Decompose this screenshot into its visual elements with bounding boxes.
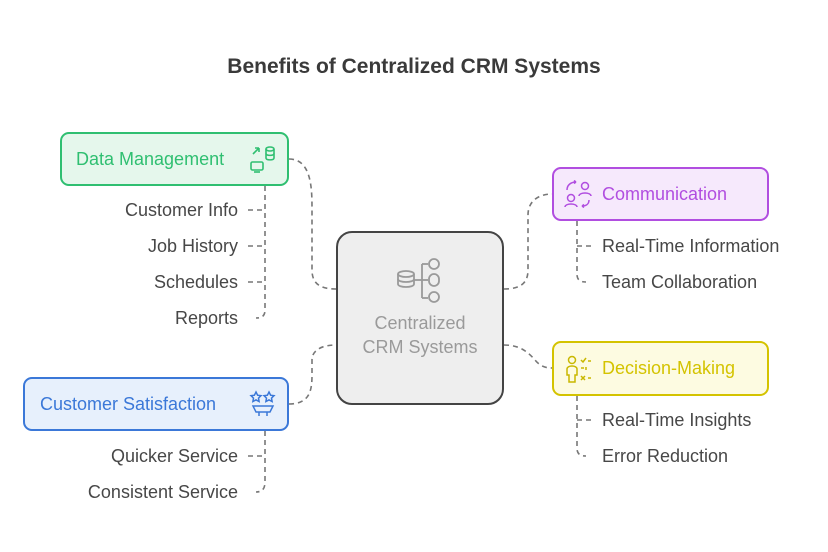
leaf-error-reduction: Error Reduction [602, 446, 729, 466]
leaf-real-time-information: Real-Time Information [602, 236, 780, 256]
connector-comm-spine [576, 221, 587, 283]
leaf-team-collaboration: Team Collaboration [602, 272, 758, 292]
branch-label-data-management: Data Management [76, 148, 225, 169]
branch-communication: Communication [552, 167, 769, 221]
leaf-job-history: Job History [147, 236, 238, 256]
connector-cs-spine [255, 431, 266, 493]
database-network-icon [397, 258, 440, 303]
person-checklist-icon [564, 355, 592, 383]
leaf-quicker-service: Quicker Service [110, 446, 238, 466]
connector-customer-satisfaction [288, 344, 337, 405]
center-label: Centralized CRM Systems [362, 313, 478, 357]
leaf-real-time-insights: Real-Time Insights [602, 410, 752, 430]
connector-dm-spine [255, 186, 266, 319]
branch-decision-making: Decision-Making [552, 341, 769, 396]
connector-dm2-spine [576, 396, 587, 457]
data-sync-icon [249, 145, 277, 173]
leaf-schedules: Schedules [153, 272, 238, 292]
leaf-consistent-service: Consistent Service [87, 482, 238, 502]
branch-data-management: Data Management [60, 132, 289, 186]
diagram-title: Benefits of Centralized CRM Systems [227, 55, 601, 78]
people-exchange-icon [564, 180, 592, 208]
center-node: Centralized CRM Systems [336, 231, 504, 405]
branch-label-decision-making: Decision-Making [602, 358, 736, 378]
leaf-reports: Reports [174, 308, 238, 328]
connector-communication [503, 193, 553, 290]
branch-label-customer-satisfaction: Customer Satisfaction [40, 393, 217, 414]
connector-decision-making [503, 344, 553, 369]
branch-customer-satisfaction: Customer Satisfaction [23, 377, 289, 431]
connector-data-management [288, 158, 337, 290]
satisfaction-stars-icon [249, 390, 277, 418]
branch-label-communication: Communication [602, 183, 728, 204]
leaf-customer-info: Customer Info [124, 200, 238, 220]
